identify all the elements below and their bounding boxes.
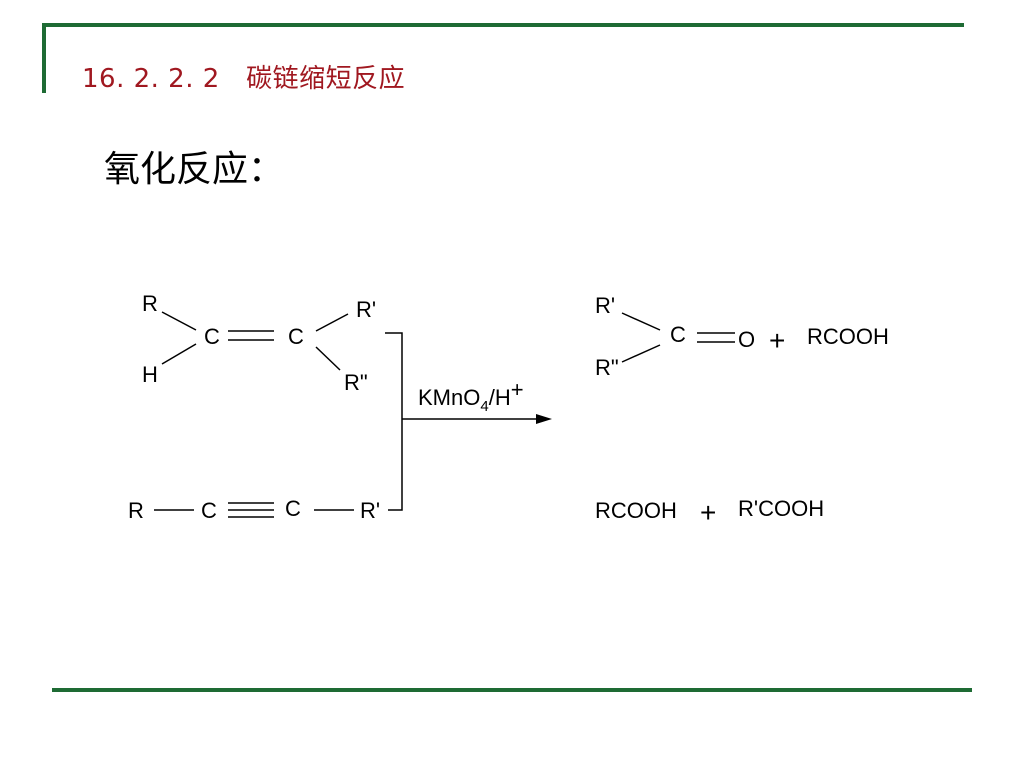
product1-acid: RCOOH xyxy=(807,324,889,349)
bond-h-c1 xyxy=(161,343,197,365)
bond-c2-r2 xyxy=(315,346,341,371)
alkene-atom-r2: R" xyxy=(344,370,368,395)
alkene-atom-r: R xyxy=(142,291,158,316)
product1-atom-c: C xyxy=(670,322,686,347)
frame-left-line xyxy=(42,23,46,93)
product1-plus: + xyxy=(769,325,785,356)
reactant-bracket xyxy=(385,332,403,511)
product1-atom-o: O xyxy=(738,327,755,352)
product1-atom-r1: R' xyxy=(595,293,615,318)
product2-plus: + xyxy=(700,497,716,528)
alkyne-atom-r: R xyxy=(128,498,144,523)
alkene-atom-c1: C xyxy=(204,324,220,349)
alkene-atom-r1: R' xyxy=(356,297,376,322)
alkyne-atom-r1: R' xyxy=(360,498,380,523)
reagent-acid: /H xyxy=(489,385,511,410)
section-number: 16. 2. 2. 2 xyxy=(82,64,220,94)
product2-acid2: R'COOH xyxy=(738,496,824,521)
frame-top-line xyxy=(42,23,964,27)
section-title: 碳链缩短反应 xyxy=(246,64,406,94)
alkyne-atom-c1: C xyxy=(201,498,217,523)
reagent-charge: + xyxy=(511,377,524,402)
reagent-label: KMnO4/H+ xyxy=(418,377,524,415)
bond-c2-r1 xyxy=(315,313,349,332)
reagent-main: KMnO xyxy=(418,385,480,410)
frame-bottom-line xyxy=(52,688,972,692)
bond-r-c1 xyxy=(161,311,197,331)
subtitle: 氧化反应： xyxy=(104,149,285,190)
product2-acid1: RCOOH xyxy=(595,498,677,523)
alkene-atom-c2: C xyxy=(288,324,304,349)
alkyne-atom-c2: C xyxy=(285,496,301,521)
reagent-subscript: 4 xyxy=(480,398,488,415)
bond-p-r1-c xyxy=(621,312,661,331)
slide-title: 16. 2. 2. 2 碳链缩短反应 xyxy=(82,58,405,95)
bond-p-r2-c xyxy=(621,344,661,363)
reaction-arrow-head xyxy=(536,414,552,424)
product1-atom-r2: R" xyxy=(595,355,619,380)
alkene-atom-h: H xyxy=(142,362,158,387)
